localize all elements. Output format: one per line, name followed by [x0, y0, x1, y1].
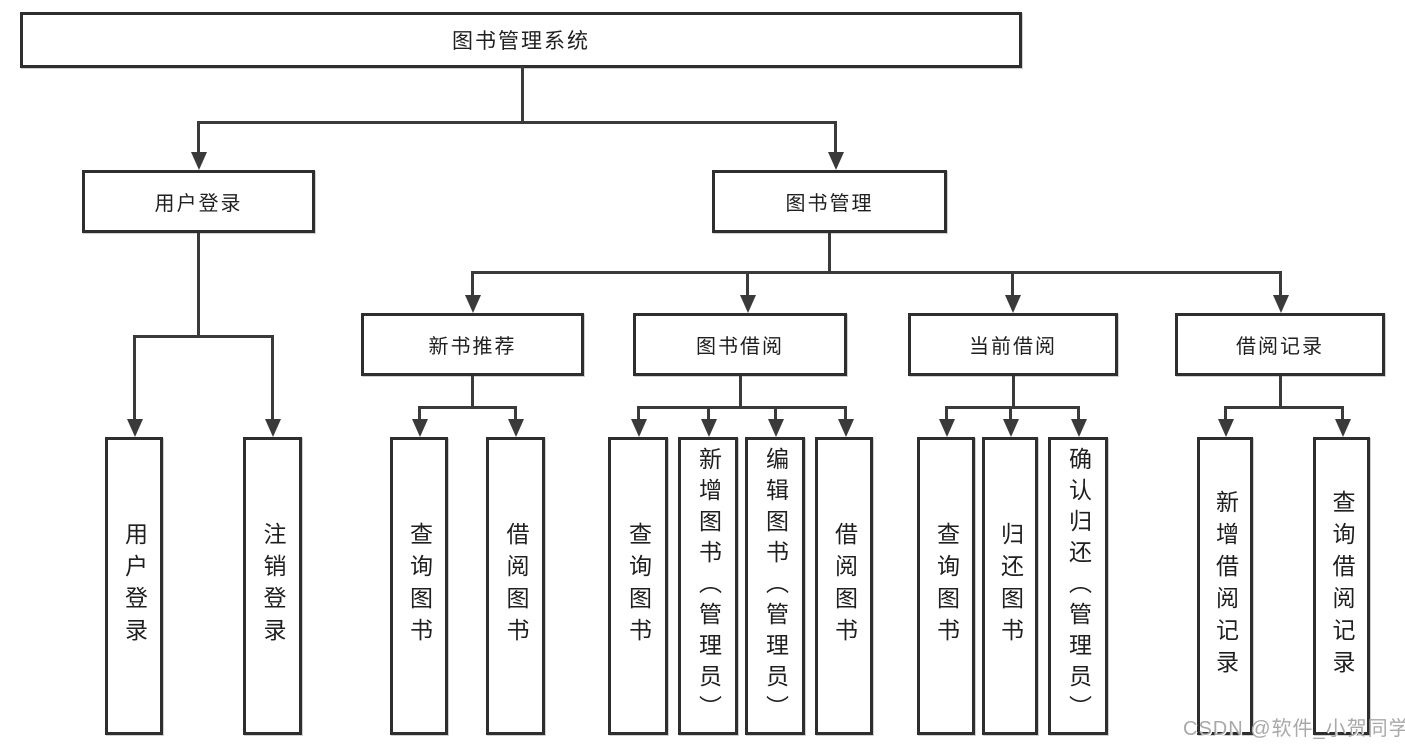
node-current-borrowing: 当前借阅 — [908, 313, 1118, 376]
connector-line — [514, 406, 517, 420]
connector-line — [1011, 271, 1014, 297]
node-user-login: 用户登录 — [82, 170, 315, 233]
node-book-management: 图书管理 — [712, 170, 947, 233]
leaf-user-login-label: 用户登录 — [121, 522, 148, 650]
connector-line — [739, 376, 742, 409]
connector-line — [521, 66, 524, 123]
node-user-login-label: 用户登录 — [154, 193, 243, 215]
leaf-query-books-3: 查询图书 — [917, 437, 975, 735]
arrow-down-icon — [508, 419, 524, 437]
leaf-add-borrow-record: 新增借阅记录 — [1197, 437, 1253, 735]
connector-line — [637, 406, 640, 420]
arrow-down-icon — [1005, 295, 1021, 313]
leaf-user-login: 用户登录 — [105, 437, 163, 735]
connector-line — [471, 271, 474, 297]
arrow-down-icon — [1218, 419, 1234, 437]
connector-line — [471, 376, 474, 409]
connector-line — [471, 271, 1282, 274]
arrow-down-icon — [701, 419, 717, 437]
arrow-down-icon — [939, 419, 955, 437]
connector-line — [1012, 376, 1015, 409]
connector-line — [637, 406, 847, 409]
leaf-confirm-return-admin: 确认归还（管理员） — [1048, 437, 1108, 735]
connector-line — [197, 121, 200, 154]
arrow-down-icon — [1003, 419, 1019, 437]
connector-line — [418, 406, 517, 409]
connector-line — [945, 406, 948, 420]
connector-line — [945, 406, 1080, 409]
connector-line — [1224, 406, 1344, 409]
arrow-down-icon — [740, 295, 756, 313]
connector-line — [1009, 406, 1012, 420]
node-root-label: 图书管理系统 — [452, 30, 590, 53]
arrow-down-icon — [1071, 419, 1087, 437]
node-book-borrowing-label: 图书借阅 — [696, 336, 784, 358]
node-current-borrowing-label: 当前借阅 — [969, 336, 1057, 358]
connector-line — [197, 121, 837, 124]
leaf-query-books-1-label: 查询图书 — [406, 522, 433, 650]
leaf-add-borrow-record-label: 新增借阅记录 — [1212, 490, 1239, 682]
leaf-query-books-1: 查询图书 — [390, 437, 448, 735]
node-borrow-records: 借阅记录 — [1175, 313, 1385, 376]
leaf-query-borrow-record-label: 查询借阅记录 — [1329, 490, 1355, 682]
connector-line — [828, 233, 831, 273]
connector-line — [746, 271, 749, 297]
connector-line — [707, 406, 710, 420]
connector-line — [418, 406, 421, 420]
connector-line — [133, 335, 274, 338]
arrow-down-icon — [265, 419, 281, 437]
leaf-logout-label: 注销登录 — [260, 522, 286, 650]
leaf-edit-books-admin: 编辑图书（管理员） — [745, 437, 805, 735]
leaf-return-books: 归还图书 — [982, 437, 1038, 735]
csdn-watermark: CSDN @软件_小贺同学 — [1183, 718, 1405, 740]
node-book-management-label: 图书管理 — [785, 193, 874, 215]
leaf-return-books-label: 归还图书 — [997, 522, 1024, 650]
connector-line — [844, 406, 847, 420]
node-book-borrowing: 图书借阅 — [633, 313, 847, 376]
node-root: 图书管理系统 — [20, 12, 1022, 68]
arrow-down-icon — [127, 419, 143, 437]
node-new-book-recommend-label: 新书推荐 — [428, 336, 517, 358]
arrow-down-icon — [631, 419, 647, 437]
arrow-down-icon — [412, 419, 428, 437]
leaf-borrow-books-2: 借阅图书 — [815, 437, 873, 735]
arrow-down-icon — [191, 152, 207, 170]
connector-line — [1279, 376, 1282, 409]
leaf-borrow-books-2-label: 借阅图书 — [831, 522, 858, 650]
connector-line — [774, 406, 777, 420]
arrow-down-icon — [838, 419, 854, 437]
connector-line — [1077, 406, 1080, 420]
node-borrow-records-label: 借阅记录 — [1236, 336, 1324, 358]
arrow-down-icon — [828, 152, 844, 170]
connector-line — [197, 233, 200, 337]
arrow-down-icon — [1335, 419, 1351, 437]
arrow-down-icon — [465, 295, 481, 313]
leaf-add-books-admin: 新增图书（管理员） — [678, 437, 738, 735]
connector-line — [271, 335, 274, 420]
leaf-query-books-3-label: 查询图书 — [933, 522, 960, 650]
leaf-logout: 注销登录 — [243, 437, 302, 735]
node-new-book-recommend: 新书推荐 — [361, 313, 584, 376]
arrow-down-icon — [1273, 295, 1289, 313]
arrow-down-icon — [768, 419, 784, 437]
leaf-confirm-return-admin-label: 确认归还（管理员） — [1065, 446, 1092, 726]
leaf-query-borrow-record: 查询借阅记录 — [1313, 437, 1370, 735]
leaf-query-books-2-label: 查询图书 — [625, 522, 652, 650]
leaf-edit-books-admin-label: 编辑图书（管理员） — [762, 446, 789, 726]
leaf-borrow-books-1-label: 借阅图书 — [503, 522, 529, 650]
connector-line — [133, 335, 136, 420]
leaf-add-books-admin-label: 新增图书（管理员） — [695, 446, 722, 726]
connector-line — [1341, 406, 1344, 420]
leaf-query-books-2: 查询图书 — [608, 437, 668, 735]
connector-line — [1224, 406, 1227, 420]
connector-line — [1279, 271, 1282, 297]
leaf-borrow-books-1: 借阅图书 — [486, 437, 545, 735]
connector-line — [834, 121, 837, 154]
